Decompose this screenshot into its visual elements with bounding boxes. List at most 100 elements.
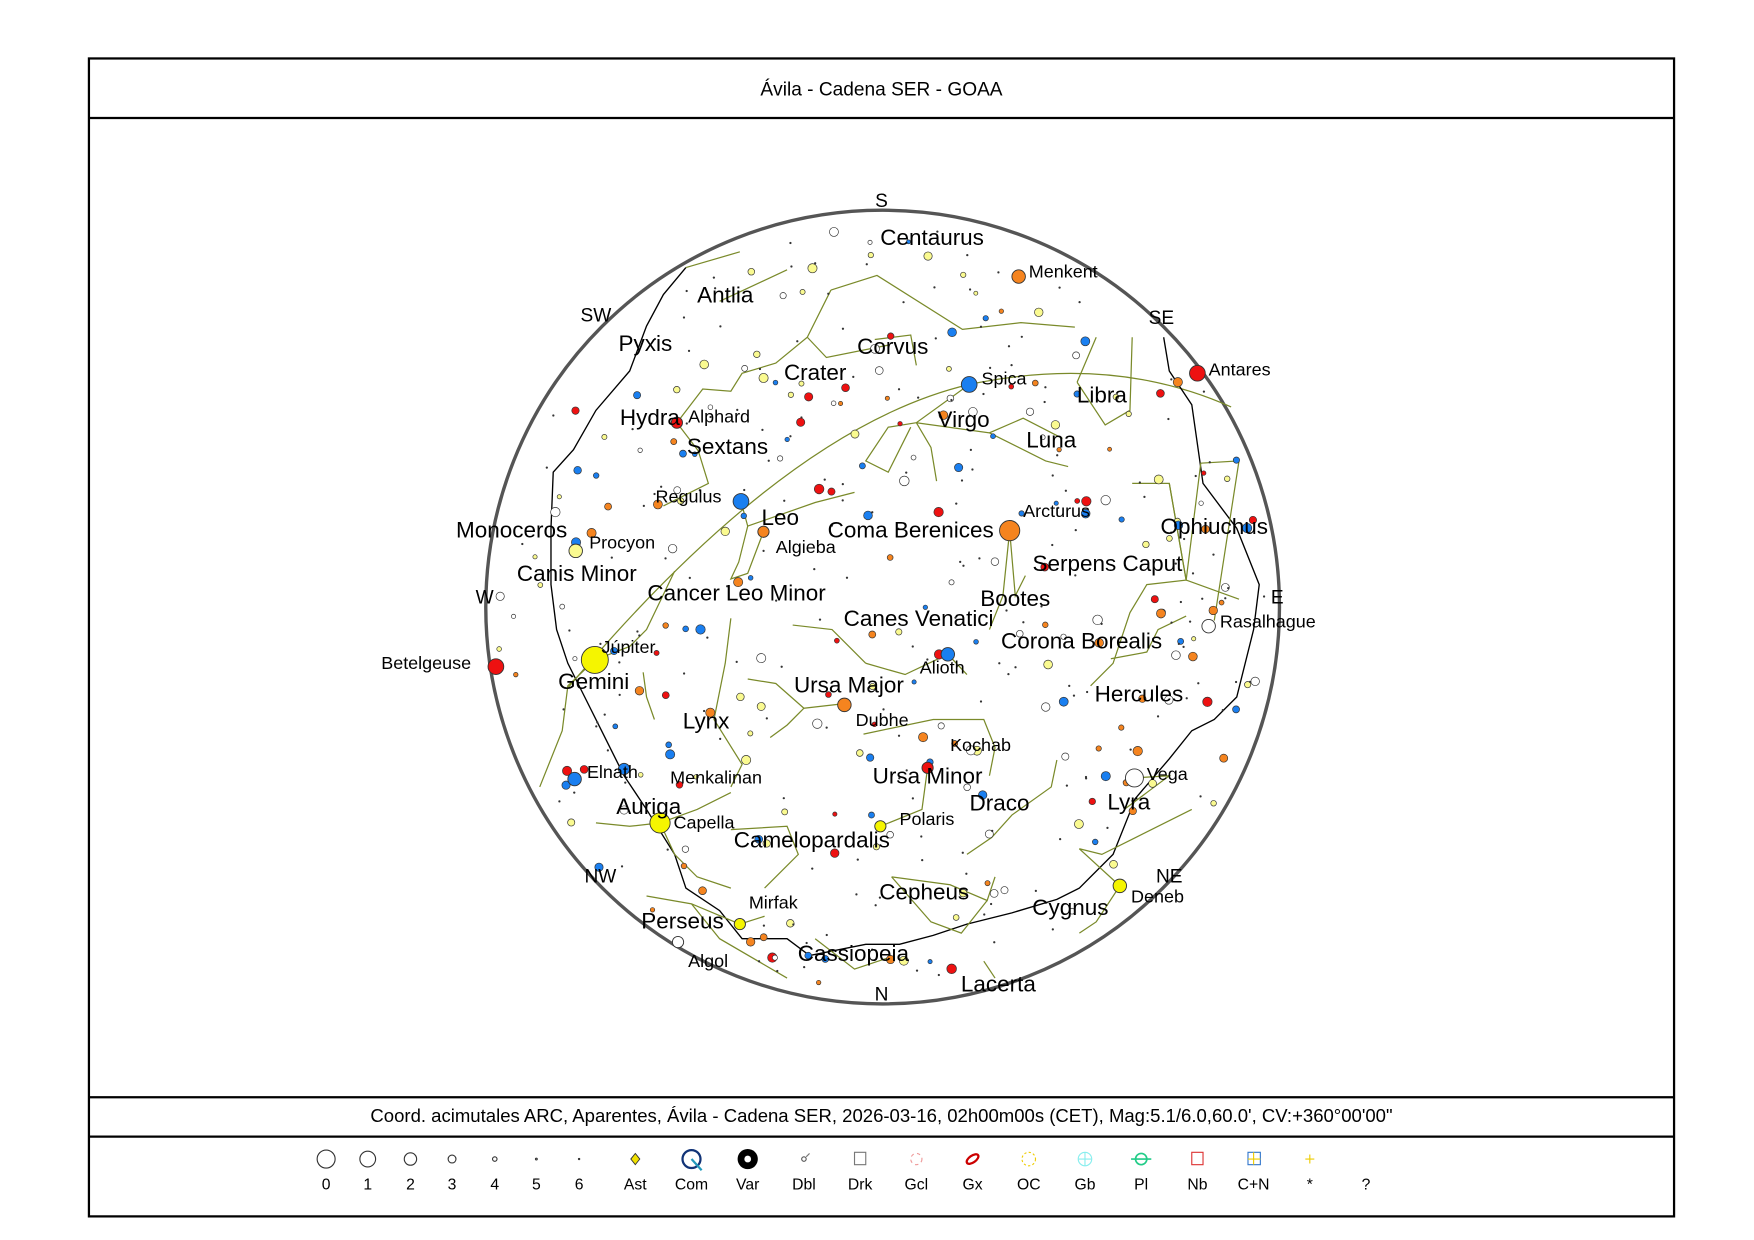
star	[1008, 383, 1015, 390]
star-marker[interactable]	[733, 918, 746, 931]
star	[1018, 510, 1025, 517]
star	[633, 391, 642, 400]
constellation-label: Pyxis	[619, 331, 673, 356]
star	[960, 479, 964, 482]
star	[997, 271, 1000, 274]
star-marker[interactable]	[837, 697, 852, 713]
constellation-label: Centaurus	[880, 225, 984, 250]
star-marker[interactable]	[568, 543, 583, 559]
star	[1051, 474, 1054, 477]
star	[1094, 638, 1104, 648]
star	[841, 327, 845, 330]
star-marker[interactable]	[874, 820, 887, 833]
star-marker[interactable]	[1112, 878, 1128, 894]
star-marker[interactable]	[960, 376, 978, 393]
star-marker[interactable]	[940, 647, 956, 662]
star	[874, 904, 877, 907]
star-marker[interactable]	[999, 520, 1021, 542]
star	[927, 959, 933, 965]
constellation-label: Cancer	[647, 580, 720, 605]
star	[660, 485, 663, 488]
star	[1128, 806, 1137, 816]
star-marker[interactable]	[617, 762, 631, 776]
star	[1014, 666, 1017, 669]
star	[695, 624, 706, 635]
star	[805, 941, 808, 945]
star-marker[interactable]	[670, 416, 683, 429]
star	[620, 865, 624, 868]
star	[1039, 434, 1046, 441]
star	[961, 851, 964, 854]
star-marker[interactable]	[487, 658, 505, 675]
star	[1143, 495, 1146, 499]
star-marker[interactable]	[732, 493, 750, 510]
star	[886, 554, 894, 561]
star	[946, 366, 952, 372]
star	[933, 507, 944, 518]
star	[775, 599, 778, 602]
constellation-label: Leo	[762, 505, 800, 530]
star	[973, 290, 979, 296]
star	[1050, 420, 1061, 430]
star	[653, 499, 663, 510]
sky-dome[interactable]: S SW SE W E NW NE N CentaurusAntliaPyxis…	[381, 191, 1316, 1006]
star	[973, 639, 979, 645]
star	[868, 630, 877, 639]
star	[1080, 508, 1091, 519]
asteroid-icon	[630, 1152, 641, 1166]
star	[1249, 680, 1252, 683]
star-marker[interactable]	[580, 645, 609, 674]
star	[947, 327, 957, 338]
star	[1058, 696, 1069, 707]
constellation-label: Ophiuchus	[1161, 514, 1268, 539]
star	[599, 642, 602, 645]
star	[762, 924, 766, 927]
star	[989, 902, 993, 906]
star	[804, 951, 812, 960]
star-marker[interactable]	[671, 936, 685, 949]
star	[1107, 446, 1112, 452]
star	[786, 919, 795, 928]
star	[571, 406, 580, 415]
star	[1085, 690, 1089, 694]
star-marker[interactable]	[1011, 269, 1026, 284]
star	[618, 693, 621, 696]
star	[1177, 642, 1180, 645]
galaxy-icon	[965, 1153, 980, 1165]
star	[1153, 474, 1164, 485]
star	[556, 494, 562, 500]
star-labels: MenkentAntaresSpicaAlphardRegulusAlgieba…	[381, 262, 1316, 971]
star	[1129, 748, 1132, 751]
star	[1244, 681, 1252, 689]
legend-label: Dbl	[792, 1176, 816, 1193]
star-marker[interactable]	[1124, 768, 1144, 788]
star	[841, 499, 844, 502]
star-marker[interactable]	[1189, 364, 1206, 382]
star	[1051, 543, 1054, 547]
star	[799, 289, 806, 295]
star	[1106, 826, 1109, 829]
star	[747, 730, 754, 737]
star	[1212, 553, 1215, 556]
star	[982, 315, 989, 322]
star	[665, 749, 676, 760]
star	[661, 691, 670, 700]
star-marker[interactable]	[649, 812, 671, 834]
star-marker[interactable]	[567, 771, 582, 787]
star	[537, 582, 544, 588]
star-marker[interactable]	[1201, 618, 1216, 634]
star	[736, 408, 739, 412]
star	[954, 616, 957, 619]
star	[812, 718, 823, 729]
star	[761, 428, 764, 432]
star	[1197, 682, 1200, 685]
star-marker[interactable]	[921, 761, 934, 774]
bright-stars	[487, 269, 1216, 949]
star	[807, 263, 818, 274]
constellation-label: Hercules	[1095, 682, 1184, 707]
star-marker[interactable]	[757, 525, 770, 538]
star	[1034, 307, 1044, 317]
star	[923, 251, 933, 261]
star	[899, 475, 910, 487]
star	[495, 591, 505, 601]
